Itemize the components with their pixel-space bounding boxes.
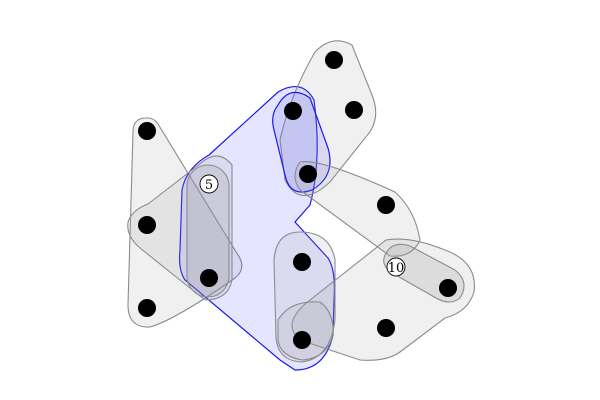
vertex (138, 122, 156, 140)
vertex-label-10-circle (386, 257, 406, 277)
vertex (377, 319, 395, 337)
hyperedge-lower-connector (277, 301, 334, 361)
vertex-label-5-circle (199, 174, 219, 194)
vertex (377, 196, 395, 214)
hyperedge-vertex-5-pill (186, 164, 230, 298)
vertex (299, 165, 317, 183)
vertex (138, 216, 156, 234)
vertex (345, 101, 363, 119)
vertex (138, 299, 156, 317)
hyperedge-lower-middle (273, 231, 336, 363)
vertex (293, 253, 311, 271)
vertex-label-5: 5 (199, 174, 219, 194)
hyperedge-blue-large (178, 85, 335, 371)
vertex-label-10-text: 10 (388, 261, 405, 276)
vertex-label-5-text: 5 (205, 178, 213, 193)
vertex (439, 279, 457, 297)
vertex (200, 269, 218, 287)
vertex (293, 331, 311, 349)
vertex-label-10: 10 (386, 257, 406, 277)
hyperedge-right-middle (294, 161, 421, 257)
vertex (284, 102, 302, 120)
vertex (325, 51, 343, 69)
